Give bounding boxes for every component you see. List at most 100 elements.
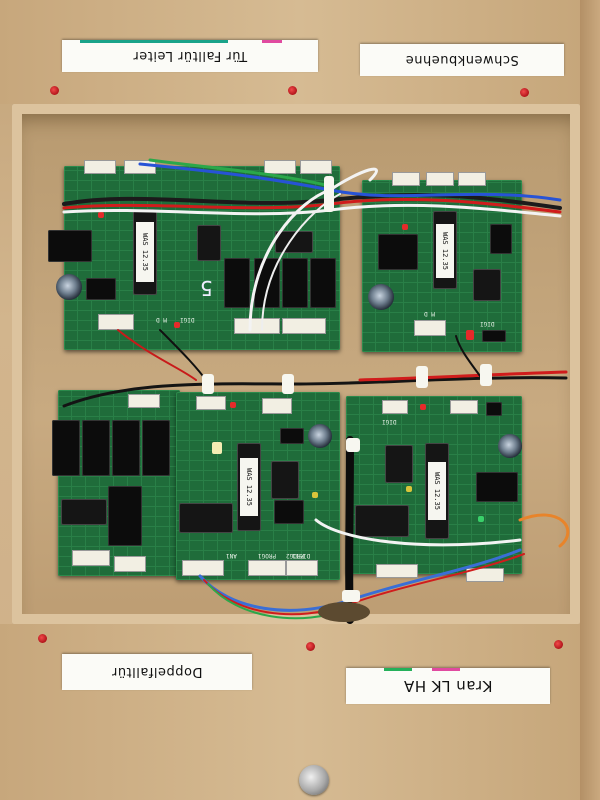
regulator xyxy=(86,278,116,300)
pin-header xyxy=(264,160,296,174)
red-screw xyxy=(38,634,47,643)
cable-tie xyxy=(480,364,492,386)
yellow-led xyxy=(212,442,222,454)
pin-header xyxy=(392,172,420,186)
pin-header xyxy=(300,160,332,174)
relay xyxy=(112,420,140,476)
capacitor xyxy=(368,284,394,310)
pin-header xyxy=(128,394,160,408)
circuit-board-4: WAS 12.35 PROG1 DIGI1 AN1 xyxy=(176,392,340,580)
terminal-block xyxy=(114,556,146,572)
pin-header xyxy=(382,400,408,414)
circuit-board-1: WAS 12.35 5 DIGI M D xyxy=(48,160,340,350)
pin-header xyxy=(84,160,116,174)
connector-black xyxy=(482,330,506,342)
connector-black xyxy=(274,500,304,524)
ic-chip xyxy=(198,226,220,260)
wire-blue xyxy=(138,162,562,202)
cable-tie xyxy=(282,374,294,394)
terminal-block xyxy=(72,550,110,566)
terminal-block xyxy=(98,314,134,330)
connector-black xyxy=(486,402,502,416)
terminal-block xyxy=(282,318,326,334)
red-screw xyxy=(288,86,297,95)
circuit-board-2: WAS 12.35 DIGI M D xyxy=(362,172,522,352)
capacitor xyxy=(56,274,82,300)
green-led xyxy=(478,516,484,522)
ic-chip xyxy=(386,446,412,482)
wire-black-drop-2 xyxy=(455,335,481,377)
ic-chip xyxy=(474,270,500,300)
wire-white-loop xyxy=(248,167,378,332)
wire-green xyxy=(148,158,332,188)
cable-tie xyxy=(202,374,214,394)
red-screw xyxy=(520,88,529,97)
ic-chip xyxy=(180,504,232,532)
chip-label: WAS 12.35 xyxy=(136,222,154,282)
relay xyxy=(224,258,250,308)
cable-tie xyxy=(346,438,360,452)
wire-orange xyxy=(518,513,570,548)
terminal-block xyxy=(234,318,280,334)
connector-black xyxy=(108,486,142,546)
label-color-mark-pink xyxy=(262,40,282,43)
terminal-block xyxy=(376,564,418,578)
terminal-block xyxy=(414,320,446,336)
power-jack xyxy=(378,234,418,270)
wire-red-bottom xyxy=(117,329,197,381)
red-led xyxy=(402,224,408,230)
right-wood-edge xyxy=(580,0,600,800)
chip-label: WAS 12.35 xyxy=(436,224,454,278)
capacitor xyxy=(498,434,522,458)
power-jack xyxy=(48,230,92,262)
terminal-block xyxy=(248,560,286,576)
capacitor xyxy=(308,424,332,448)
terminal-block xyxy=(182,560,224,576)
red-screw xyxy=(554,640,563,649)
cable-tie xyxy=(324,176,334,212)
pin-header xyxy=(196,396,226,410)
wire-red-middle xyxy=(358,370,568,382)
cable-tie xyxy=(342,590,360,602)
power-jack xyxy=(476,472,518,502)
label-color-mark-teal xyxy=(80,40,228,43)
yellow-led xyxy=(312,492,318,498)
ic-chip xyxy=(276,232,312,252)
relay xyxy=(82,420,110,476)
red-screw xyxy=(50,86,59,95)
dip-switch xyxy=(490,224,512,254)
red-led xyxy=(420,404,426,410)
red-led xyxy=(466,330,474,340)
cable-hole xyxy=(318,602,370,622)
red-led xyxy=(174,322,180,328)
terminal-block xyxy=(466,568,504,582)
ic-chip xyxy=(62,500,106,524)
silver-screw xyxy=(299,765,329,795)
ic-chip xyxy=(356,506,408,536)
relay xyxy=(142,420,170,476)
bottom-wood-plank xyxy=(0,624,600,800)
wire-bundle-middle xyxy=(62,376,568,408)
pin-header xyxy=(262,398,292,414)
label-color-mark-pink-2 xyxy=(432,668,460,671)
wire-white-bottom xyxy=(314,518,522,547)
label-color-mark-green xyxy=(384,668,412,671)
terminal-block xyxy=(286,560,318,576)
ic-chip xyxy=(272,462,298,498)
circuit-board-3 xyxy=(52,390,180,576)
yellow-led xyxy=(406,486,412,492)
red-led xyxy=(98,212,104,218)
relay xyxy=(310,258,336,308)
regulator xyxy=(280,428,304,444)
red-led xyxy=(230,402,236,408)
relay xyxy=(52,420,80,476)
pin-header xyxy=(458,172,486,186)
relay xyxy=(282,258,308,308)
red-screw xyxy=(306,642,315,651)
cable-tie xyxy=(416,366,428,388)
chip-label: WAS 12.35 xyxy=(428,462,446,520)
pin-header xyxy=(426,172,454,186)
pin-header xyxy=(450,400,478,414)
